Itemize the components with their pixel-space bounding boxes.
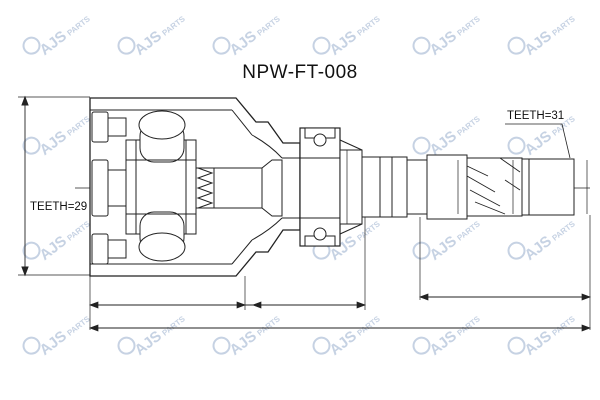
part-number: NPW-FT-008 xyxy=(242,62,358,83)
height-dimension xyxy=(18,95,90,277)
teeth-leader xyxy=(505,123,571,159)
spline xyxy=(466,157,521,215)
teeth-outer-label: TEETH=31 xyxy=(507,110,565,122)
bearing-ring xyxy=(299,127,363,247)
teeth-inner-label: TEETH=29 xyxy=(30,201,88,213)
spring xyxy=(195,167,215,209)
length-dimensions xyxy=(89,215,591,332)
shaft-end xyxy=(521,158,575,216)
spindle xyxy=(213,159,283,217)
shaft xyxy=(339,149,523,225)
diameter-marks xyxy=(346,150,588,224)
tripod-rollers xyxy=(91,110,197,265)
